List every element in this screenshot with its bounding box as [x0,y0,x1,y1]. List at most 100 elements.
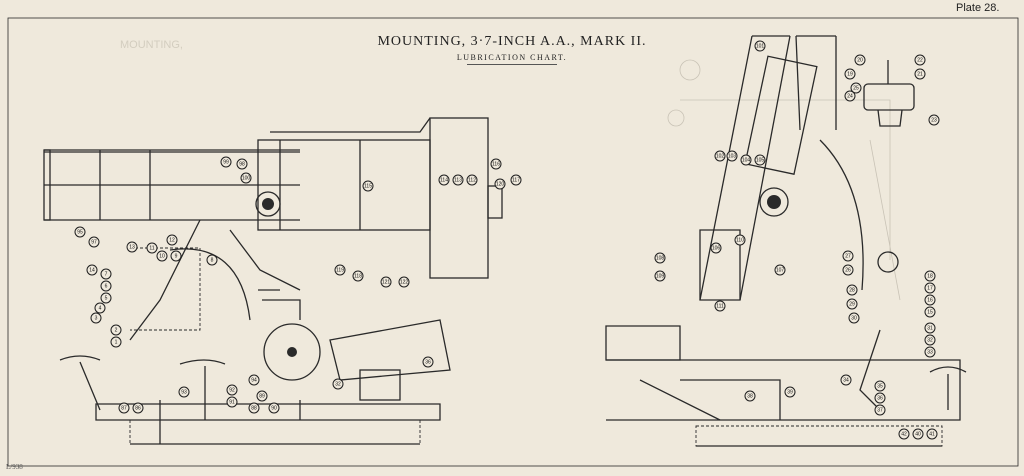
callout-13: 13 [126,241,138,253]
callout-101: 101 [754,40,766,52]
callout-100: 100 [240,172,252,184]
svg-text:115: 115 [364,183,372,189]
callout-86: 86 [132,402,144,414]
svg-text:99: 99 [223,159,229,165]
svg-text:32: 32 [927,337,933,343]
callout-38: 38 [744,390,756,402]
svg-text:100: 100 [242,175,251,181]
svg-text:11: 11 [149,245,154,251]
svg-text:121: 121 [382,279,391,285]
callout-122: 122 [398,276,410,288]
trunnion-cradle [699,55,864,301]
svg-text:120: 120 [496,181,505,187]
svg-text:41: 41 [929,431,935,437]
callout-121: 121 [380,276,392,288]
svg-text:39: 39 [787,389,793,395]
svg-text:9: 9 [175,253,178,259]
svg-text:95: 95 [77,229,83,235]
svg-text:122: 122 [400,279,409,285]
callout-17: 17 [924,282,936,294]
svg-text:23: 23 [931,117,937,123]
svg-text:32: 32 [335,381,341,387]
callout-39: 39 [784,386,796,398]
callout-9: 9 [170,250,182,262]
svg-text:28: 28 [849,287,855,293]
svg-text:111: 111 [716,303,724,309]
callout-118: 118 [352,270,364,282]
callout-14: 14 [86,264,98,276]
left-callout-labels: 95 97 13 11 12 10 9 8 14 7 6 5 4 3 2 1 9… [74,156,522,414]
svg-text:42: 42 [901,431,907,437]
callout-40: 40 [912,428,924,440]
callout-22: 22 [914,54,926,66]
callout-21: 21 [914,68,926,80]
callout-19: 19 [844,68,856,80]
callout-88: 88 [248,402,260,414]
svg-text:7: 7 [105,271,108,277]
svg-text:110: 110 [736,237,744,243]
show-through-text: MOUNTING, [120,39,183,51]
callout-90: 90 [268,402,280,414]
callout-32r: 32 [924,334,936,346]
svg-text:25: 25 [853,85,859,91]
callout-41: 41 [926,428,938,440]
svg-text:97: 97 [91,239,97,245]
svg-text:34: 34 [843,377,849,383]
gun-barrel [43,149,300,221]
svg-text:21: 21 [917,71,923,77]
callout-93: 93 [178,386,190,398]
chart-title-block: MOUNTING, 3·7-INCH A.A., MARK II. LUBRIC… [0,34,1024,65]
plate-border [7,17,1019,467]
svg-text:17: 17 [927,285,933,291]
svg-text:37: 37 [877,407,883,413]
svg-text:3: 3 [95,315,98,321]
right-trail-arm [329,319,451,401]
callout-5: 5 [100,292,112,304]
svg-text:15: 15 [927,309,933,315]
plate-number: Plate 28. [956,2,1000,14]
svg-text:116: 116 [492,161,500,167]
left-elevation-view: 95 97 13 11 12 10 9 8 14 7 6 5 4 3 2 1 9… [43,117,522,445]
svg-text:29: 29 [849,301,855,307]
svg-text:38: 38 [747,393,753,399]
callout-106: 106 [710,242,722,254]
svg-text:86: 86 [135,405,141,411]
right-base-platform [605,325,961,447]
callout-1: 1 [110,336,122,348]
callout-27: 27 [842,250,854,262]
svg-text:92: 92 [229,387,235,393]
callout-114: 114 [438,174,450,186]
subtitle-underline [467,64,557,65]
callout-98: 98 [236,158,248,170]
svg-text:20: 20 [857,57,863,63]
callout-117: 117 [510,174,522,186]
callout-36r: 36 [874,392,886,404]
right-callout-labels: 101 102 103 104 105 106 107 108 109 110 … [654,40,940,440]
callout-33: 33 [924,346,936,358]
right-elevation-view: 101 102 103 104 105 106 107 108 109 110 … [605,35,967,447]
callout-102: 102 [714,150,726,162]
svg-text:119: 119 [336,267,344,273]
callout-16: 16 [924,294,936,306]
callout-31: 31 [924,322,936,334]
callout-28: 28 [846,284,858,296]
callout-120: 120 [494,178,506,190]
svg-text:90: 90 [271,405,277,411]
chart-subtitle: LUBRICATION CHART. [456,53,568,62]
svg-text:103: 103 [728,153,737,159]
svg-text:10: 10 [159,253,165,259]
chart-title: MOUNTING, 3·7-INCH A.A., MARK II. [377,34,647,49]
svg-text:113: 113 [454,177,462,183]
left-base-platform [95,400,441,445]
callout-103: 103 [726,150,738,162]
right-layer-seat [859,251,967,411]
callout-32: 32 [332,378,344,390]
svg-text:105: 105 [756,157,765,163]
callout-34: 34 [840,374,852,386]
svg-text:117: 117 [512,177,520,183]
show-through-ghost-drawing [667,59,901,301]
svg-text:108: 108 [656,255,665,261]
callout-20: 20 [854,54,866,66]
svg-text:91: 91 [229,399,235,405]
